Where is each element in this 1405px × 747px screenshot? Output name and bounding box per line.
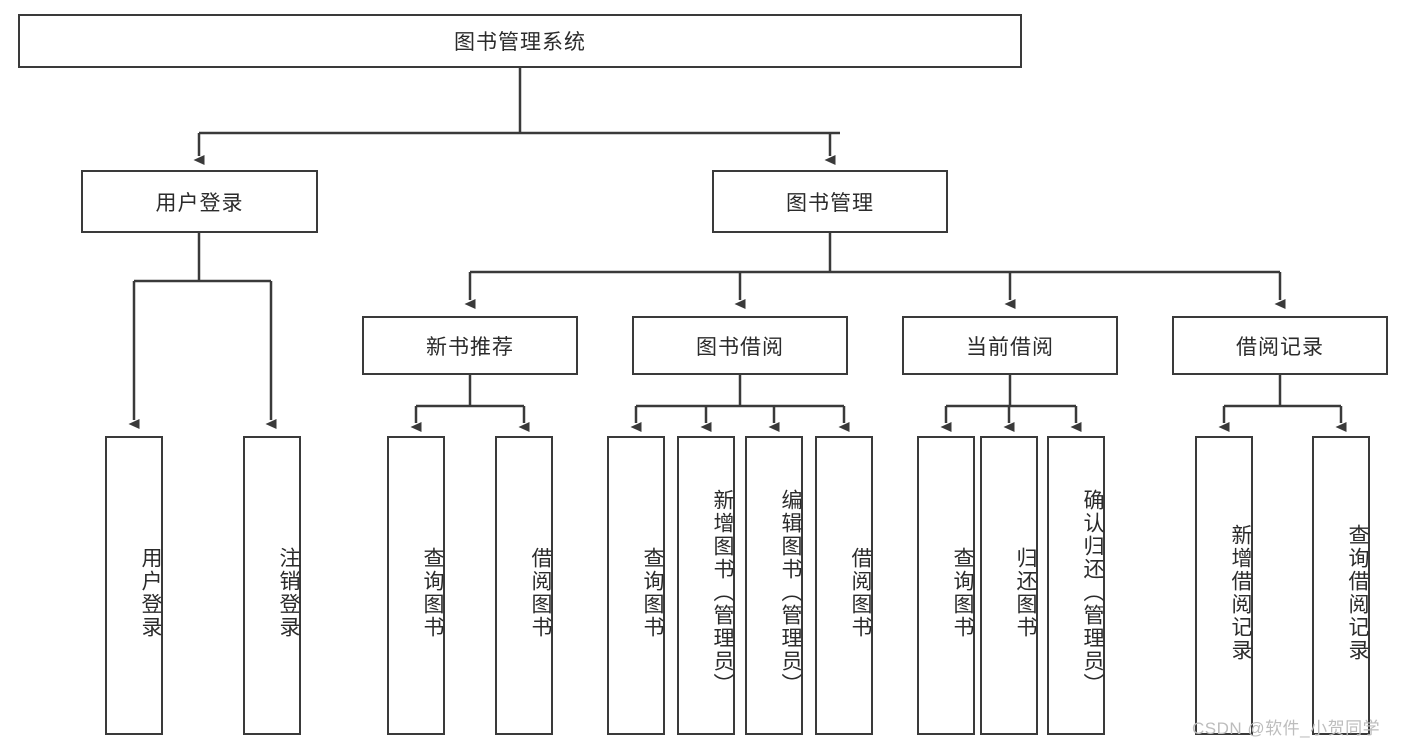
node-user-login-label: 用户登录: [155, 191, 244, 215]
leaf-logout-login[interactable]: 注销登录: [243, 436, 301, 735]
leaf-query-book-3[interactable]: 查询图书: [917, 436, 975, 735]
csdn-watermark: CSDN @软件_小贺同学: [1192, 719, 1381, 738]
node-borrow-record-label: 借阅记录: [1236, 335, 1324, 359]
leaf-query-book-1-label: 查询图书: [421, 546, 444, 639]
leaf-return-book-label: 归还图书: [1014, 546, 1037, 639]
node-book-borrow[interactable]: 图书借阅: [632, 316, 848, 375]
leaf-edit-book[interactable]: 编辑图书（管理员）: [745, 436, 803, 735]
node-new-book-recommend-label: 新书推荐: [426, 335, 514, 359]
leaf-add-record[interactable]: 新增借阅记录: [1195, 436, 1253, 735]
node-new-book-recommend[interactable]: 新书推荐: [362, 316, 578, 375]
leaf-query-book-3-label: 查询图书: [951, 546, 974, 639]
leaf-add-book[interactable]: 新增图书（管理员）: [677, 436, 735, 735]
leaf-query-record[interactable]: 查询借阅记录: [1312, 436, 1370, 735]
leaf-borrow-book-2-label: 借阅图书: [849, 546, 872, 639]
leaf-confirm-return[interactable]: 确认归还（管理员）: [1047, 436, 1105, 735]
leaf-confirm-return-label: 确认归还（管理员）: [1081, 489, 1104, 696]
leaf-edit-book-label: 编辑图书（管理员）: [779, 489, 802, 696]
node-root-label: 图书管理系统: [454, 31, 586, 54]
node-root[interactable]: 图书管理系统: [18, 14, 1022, 68]
leaf-borrow-book-1-label: 借阅图书: [529, 546, 552, 639]
leaf-user-login-label: 用户登录: [139, 546, 162, 639]
leaf-logout-login-label: 注销登录: [277, 546, 300, 639]
leaf-return-book[interactable]: 归还图书: [980, 436, 1038, 735]
leaf-query-book-1[interactable]: 查询图书: [387, 436, 445, 735]
node-book-borrow-label: 图书借阅: [696, 335, 784, 359]
node-user-login[interactable]: 用户登录: [81, 170, 318, 233]
leaf-add-record-label: 新增借阅记录: [1229, 523, 1252, 662]
node-current-borrow-label: 当前借阅: [966, 335, 1054, 359]
leaf-user-login[interactable]: 用户登录: [105, 436, 163, 735]
leaf-query-record-label: 查询借阅记录: [1346, 523, 1369, 662]
node-borrow-record[interactable]: 借阅记录: [1172, 316, 1388, 375]
node-book-management[interactable]: 图书管理: [712, 170, 948, 233]
leaf-borrow-book-2[interactable]: 借阅图书: [815, 436, 873, 735]
leaf-borrow-book-1[interactable]: 借阅图书: [495, 436, 553, 735]
node-book-management-label: 图书管理: [786, 191, 874, 215]
node-current-borrow[interactable]: 当前借阅: [902, 316, 1118, 375]
leaf-query-book-2-label: 查询图书: [641, 546, 664, 639]
leaf-query-book-2[interactable]: 查询图书: [607, 436, 665, 735]
leaf-add-book-label: 新增图书（管理员）: [711, 489, 734, 696]
